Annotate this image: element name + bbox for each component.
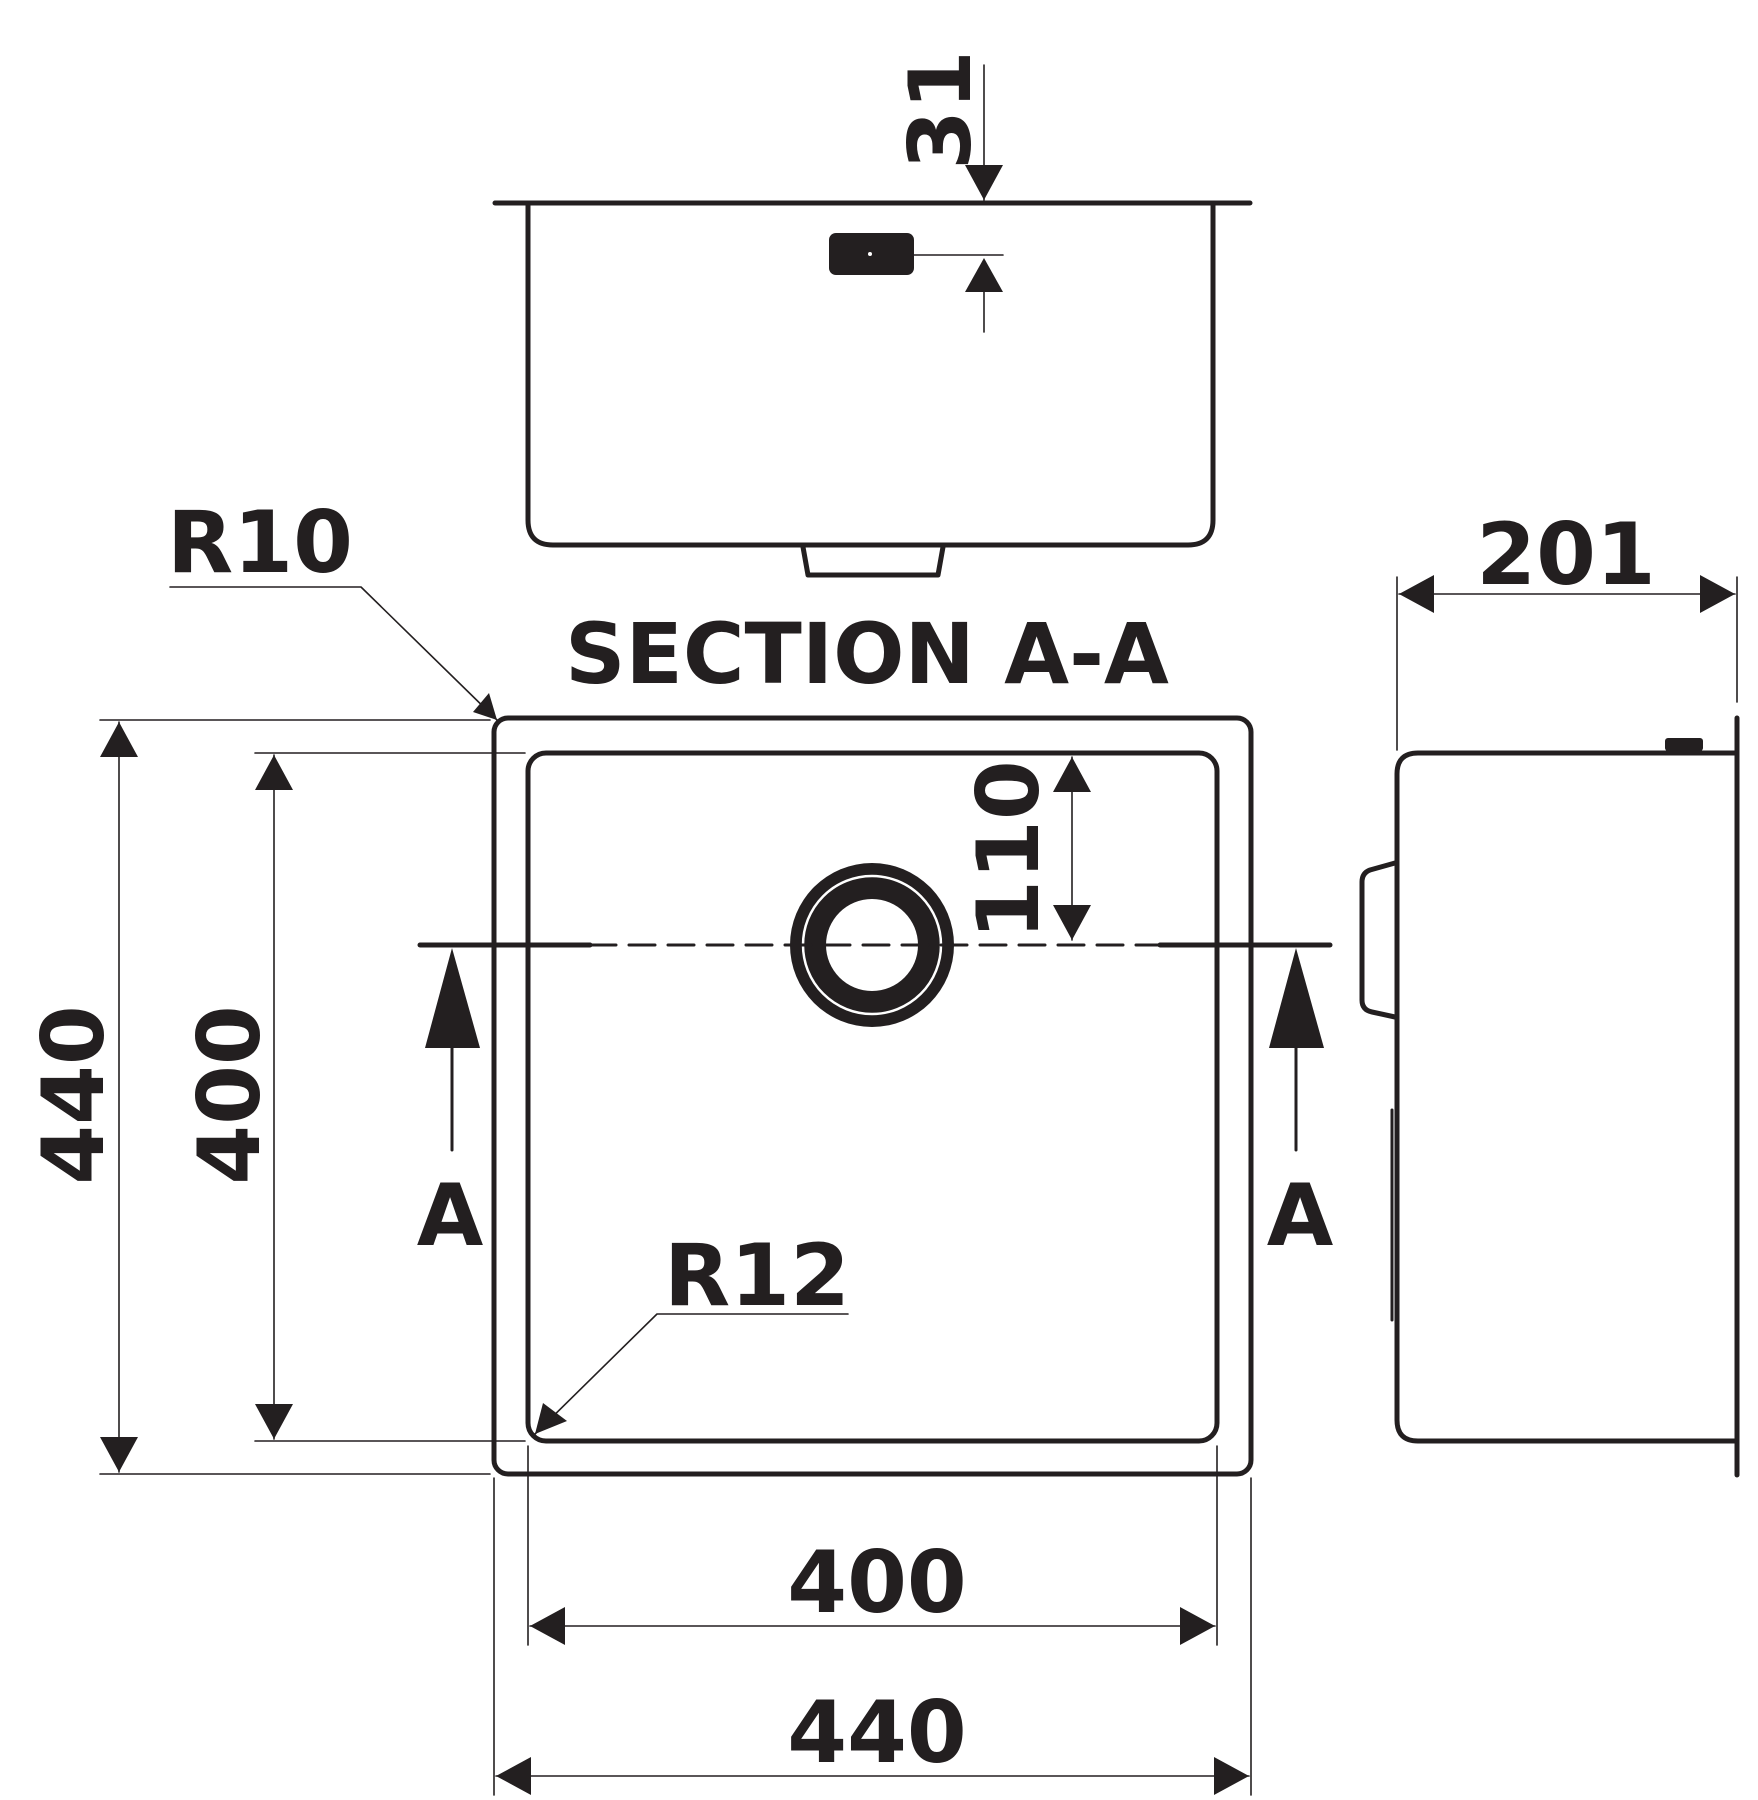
section-marker-label-left: A <box>417 1166 484 1266</box>
dim-201-arrow-left <box>1399 575 1434 613</box>
plan-inner-bowl <box>525 750 1220 1444</box>
dim-400-h-arrow-right <box>1180 1607 1215 1645</box>
vertical-dimensions: 440 400 <box>24 719 526 1475</box>
dim-400-h-arrow-left <box>530 1607 565 1645</box>
section-marker-label-right: A <box>1267 1166 1334 1266</box>
r10-arrow <box>473 693 497 720</box>
section-marker-arrow-left <box>425 948 480 1048</box>
r12-label: R12 <box>664 1226 850 1326</box>
side-view: 201 <box>1359 505 1740 1478</box>
plan-view: A A 110 R10 R12 <box>167 493 1334 1477</box>
dim-201-label: 201 <box>1476 505 1656 605</box>
side-bowl-outline <box>1394 750 1738 1444</box>
dim-440-h-arrow-right <box>1214 1757 1249 1795</box>
r10-leader <box>169 586 498 721</box>
r12-arrow <box>535 1403 567 1434</box>
section-title: SECTION A-A <box>565 605 1169 703</box>
side-overflow-tab <box>1665 738 1703 751</box>
dim-31-arrow-up <box>965 258 1003 292</box>
dim-110-arrow-up <box>1053 757 1091 792</box>
dim-400-vertical-label: 400 <box>180 1005 280 1185</box>
plan-outer-rim <box>491 715 1254 1477</box>
dim-110-arrow-down <box>1053 905 1091 940</box>
dim-440-v-arrow-top <box>100 722 138 757</box>
dim-110-label: 110 <box>959 760 1059 940</box>
overflow-slot-dot <box>868 252 872 256</box>
dim-400-v-arrow-top <box>255 755 293 790</box>
dim-400-horizontal-label: 400 <box>787 1533 967 1633</box>
dim-440-h-arrow-left <box>496 1757 531 1795</box>
section-bowl-outline <box>525 202 1216 548</box>
dim-440-v-arrow-bottom <box>100 1437 138 1472</box>
dim-201-arrow-right <box>1700 575 1735 613</box>
dim-400-v-arrow-bottom <box>255 1404 293 1439</box>
dim-440-horizontal-label: 440 <box>787 1683 967 1783</box>
r12-leader <box>534 1313 849 1435</box>
r10-label: R10 <box>167 493 353 593</box>
side-drain-outlet <box>1359 860 1398 1020</box>
section-view: 31 SECTION A-A <box>492 50 1253 703</box>
section-marker-arrow-right <box>1269 948 1324 1048</box>
horizontal-dimensions: 400 440 <box>493 1445 1252 1796</box>
dim-440-vertical-label: 440 <box>24 1005 124 1185</box>
dim-31-arrow-down <box>965 165 1003 200</box>
section-drain-outlet <box>800 544 946 578</box>
dim-31-label: 31 <box>891 50 991 170</box>
